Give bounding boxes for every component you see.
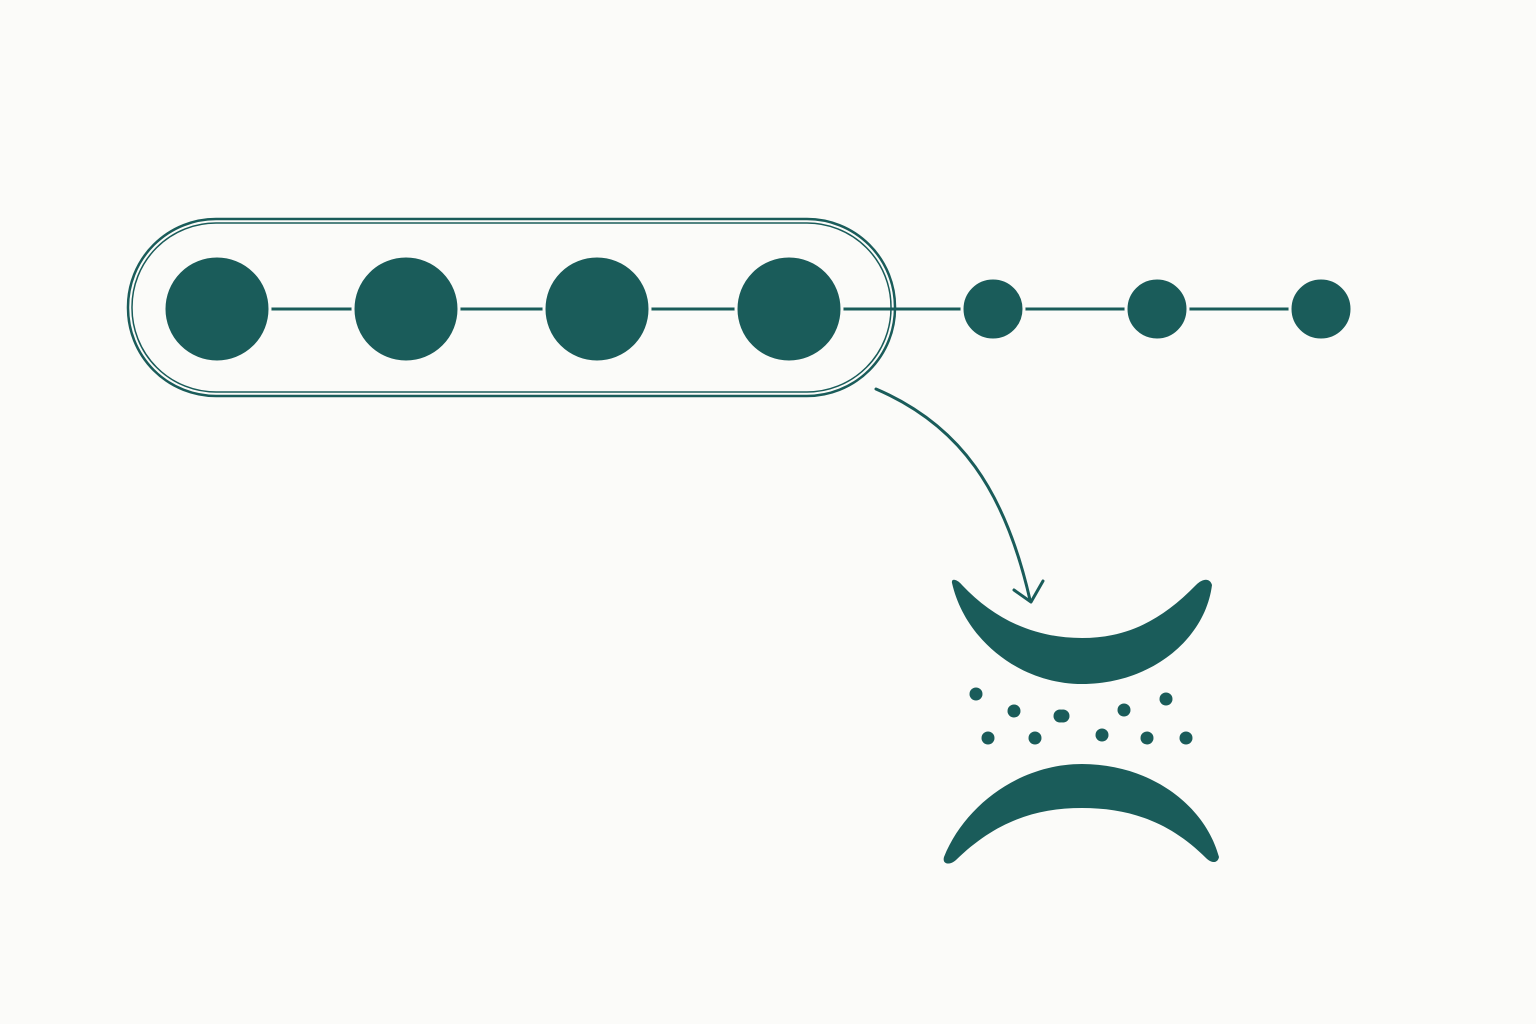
particle-dot [1007, 704, 1021, 718]
upper-crescent [951, 579, 1212, 684]
chain-node-small [1288, 276, 1354, 342]
particle-dot [1140, 731, 1154, 745]
lower-crescent [943, 764, 1219, 864]
particle-dot [1053, 709, 1067, 723]
particle-dot [969, 687, 983, 701]
particle-dot [1028, 731, 1042, 745]
chain-node-small [960, 276, 1026, 342]
particle-dot [1159, 692, 1173, 706]
curved-arrow-shaft [874, 387, 1032, 602]
chain-node-large [162, 254, 272, 364]
particle-dot [1095, 728, 1109, 742]
chain-node-large [542, 254, 652, 364]
chain-node-large [351, 254, 461, 364]
particle-dot [981, 731, 995, 745]
particle-dot [1117, 703, 1131, 717]
chain-node-small [1124, 276, 1190, 342]
chain-node-large [734, 254, 844, 364]
arrow-head-icon [1012, 579, 1045, 604]
particle-dot [1179, 731, 1193, 745]
